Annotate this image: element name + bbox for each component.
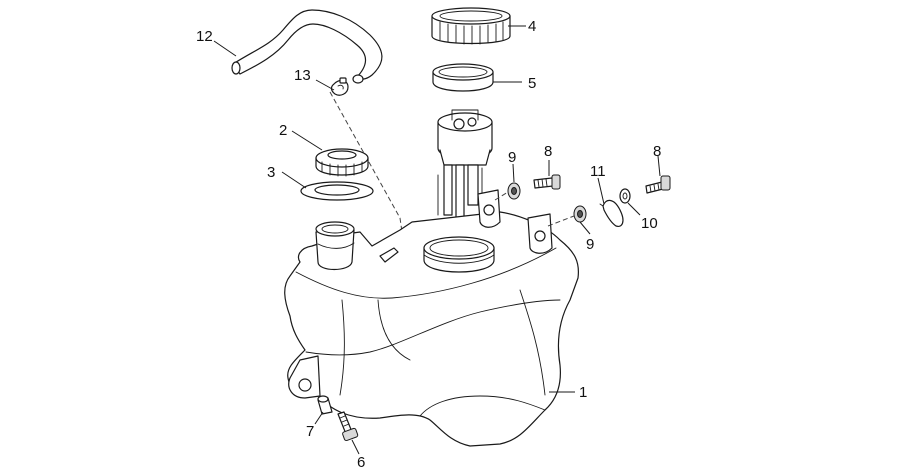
fuel-pump-unit [437,109,493,221]
leader-3 [281,171,307,189]
bushing [317,395,333,415]
callout-5: 5 [528,75,536,92]
screw-left [533,174,561,190]
grommet-upper [507,182,521,200]
callout-7: 7 [306,423,314,440]
grommet-lower [573,205,587,223]
leader-7 [314,411,324,425]
filler-gasket [300,181,374,201]
spring-clip [599,199,624,227]
guide-line-lower [547,215,575,227]
leader-8b [657,155,661,177]
callout-8-left: 8 [544,143,552,160]
pump-gasket [432,63,494,92]
callout-8-right: 8 [653,143,661,160]
fuel-tank [284,189,580,447]
washer [619,188,631,204]
hose-clamp [330,77,349,96]
callout-6: 6 [357,454,365,468]
leader-9b [579,221,591,235]
callout-10: 10 [641,215,658,232]
callout-3: 3 [267,164,275,181]
filler-cap [315,148,369,177]
leader-6 [351,439,360,455]
leader-12 [213,40,237,57]
guide-line-upper [494,191,509,201]
breather-hose [231,9,383,84]
callout-4: 4 [528,18,536,35]
assembly-guide-line [329,91,403,233]
callout-9-lower: 9 [586,236,594,253]
callout-2: 2 [279,122,287,139]
callout-1: 1 [579,384,587,401]
callout-11: 11 [590,163,606,180]
leader-2 [291,130,323,151]
bolt [337,411,359,442]
leader-10 [627,202,641,216]
callout-12: 12 [196,28,213,45]
screw-right [645,175,671,194]
leader-11 [597,177,605,205]
leader-9a [512,163,515,183]
pump-ring-nut [431,7,511,45]
callout-13: 13 [294,67,311,84]
callout-9-upper: 9 [508,149,516,166]
leader-13 [315,79,335,91]
